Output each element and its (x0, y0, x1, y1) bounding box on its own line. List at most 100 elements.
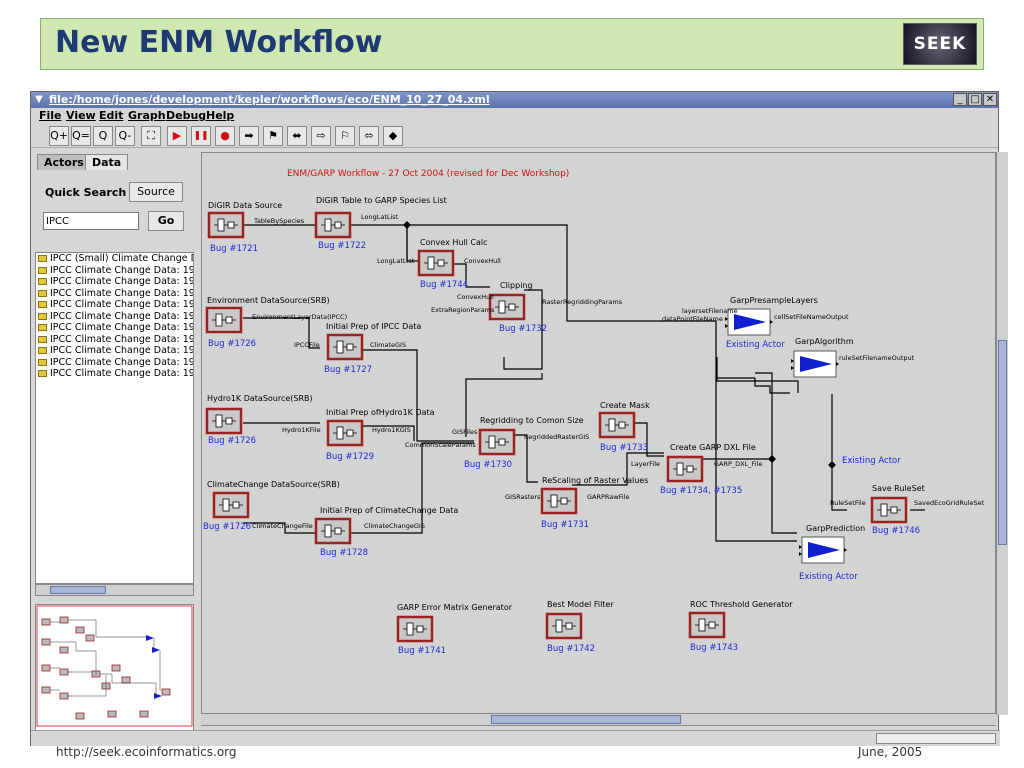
svg-text:GarpPresampleLayers: GarpPresampleLayers (730, 296, 818, 305)
actor-digir-table-to-garp[interactable]: DiGIR Table to GARP Species List Bug #17… (314, 196, 447, 251)
menu-help[interactable]: Help (206, 109, 235, 122)
list-item[interactable]: IPCC Climate Change Data: 19 (36, 334, 193, 346)
list-item[interactable]: IPCC Climate Change Data: 19 (36, 357, 193, 369)
port-label: TableBySpecies (253, 217, 305, 225)
list-item[interactable]: IPCC Climate Change Data: 19 (36, 265, 193, 277)
svg-text:Bug #1726: Bug #1726 (208, 339, 256, 349)
workflow-canvas[interactable]: ENM/GARP Workflow - 27 Oct 2004 (revised… (201, 152, 996, 726)
folder-icon (38, 301, 47, 308)
canvas-vertical-scrollbar[interactable] (996, 152, 1008, 715)
actor-garp-prediction[interactable]: GarpPrediction Existing Actor (798, 524, 865, 582)
flag-outline-icon[interactable]: ⚐ (335, 126, 355, 146)
library-panel: Actors Data Quick Search Source Go IPCC … (33, 152, 196, 746)
menu-view[interactable]: View (66, 109, 96, 122)
folder-icon (38, 278, 47, 285)
actor-garp-algorithm[interactable]: GarpAlgorithm Existing Actor (790, 337, 901, 466)
port-label: RuleSetFile (830, 499, 866, 507)
results-horizontal-scrollbar[interactable] (35, 584, 194, 596)
zoom-in-icon[interactable]: Q+ (49, 126, 69, 146)
actor-regridding[interactable]: Regridding to Comon Size Bug #1730 (464, 416, 584, 470)
menubar: File View Edit Graph Debug Help (31, 108, 998, 123)
stop-icon[interactable]: ● (215, 126, 235, 146)
workflow-overview-panel[interactable] (35, 604, 194, 732)
search-input[interactable] (43, 212, 139, 230)
menu-graph[interactable]: Graph (128, 109, 166, 122)
actor-hydro1k-datasource[interactable]: Hydro1K DataSource(SRB) Bug #1726 (205, 394, 313, 446)
source-button[interactable]: Source (129, 182, 183, 202)
port-label: ExtraRegionParams (431, 306, 495, 314)
actor-save-ruleset[interactable]: Save RuleSet Bug #1746 (870, 484, 925, 536)
svg-text:Existing Actor: Existing Actor (726, 340, 785, 350)
menu-file[interactable]: File (39, 109, 62, 122)
list-item[interactable]: IPCC Climate Change Data: 19 (36, 276, 193, 288)
menu-debug[interactable]: Debug (166, 109, 207, 122)
window-titlebar[interactable]: ▼ file:/home/jones/development/kepler/wo… (31, 92, 998, 108)
relation-node[interactable] (403, 221, 411, 229)
workflow-connections (243, 224, 925, 542)
folder-icon (38, 347, 47, 354)
actor-create-garp-dxl[interactable]: Create GARP DXL File Bug #1734, #1735 (660, 443, 756, 496)
port-label: RegriddedRasterGIS (524, 433, 589, 441)
close-icon[interactable]: ✕ (983, 93, 997, 106)
list-item[interactable]: IPCC Climate Change Data: 19 (36, 345, 193, 357)
maximize-icon[interactable]: □ (968, 93, 982, 106)
svg-text:Create Mask: Create Mask (600, 401, 650, 410)
double-arrow-icon[interactable]: ⬌ (287, 126, 307, 146)
actor-digir-data-source[interactable]: DiGIR Data Source Bug #1721 (207, 201, 282, 254)
list-item[interactable]: IPCC (Small) Climate Change Data (36, 253, 193, 265)
actor-garp-presample-layers[interactable]: GarpPresampleLayers Existing Actor (724, 296, 818, 350)
svg-text:Bug #1744: Bug #1744 (420, 280, 468, 290)
kepler-window: ▼ file:/home/jones/development/kepler/wo… (30, 91, 1008, 746)
actor-initial-prep-climatechange[interactable]: Initial Prep of ClimateChange Data Bug #… (314, 506, 458, 558)
folder-icon (38, 289, 47, 297)
zoom-out-icon[interactable]: Q- (115, 126, 135, 146)
actor-roc-threshold-generator[interactable]: ROC Threshold Generator Bug #1743 (688, 600, 793, 653)
tab-actors[interactable]: Actors (37, 154, 91, 170)
list-item[interactable]: IPCC Climate Change Data: 19 (36, 322, 193, 334)
canvas-horizontal-scrollbar[interactable] (201, 713, 996, 725)
arrow-right-icon[interactable]: ➡ (239, 126, 259, 146)
svg-text:Convex Hull Calc: Convex Hull Calc (420, 238, 488, 247)
scrollbar-thumb[interactable] (50, 586, 106, 594)
run-icon[interactable]: ▶ (167, 126, 187, 146)
relation-node[interactable] (828, 461, 836, 469)
fullscreen-icon[interactable]: ⛶ (141, 126, 161, 146)
pause-icon[interactable]: ❚❚ (191, 126, 211, 146)
actor-initial-prep-hydro1k[interactable]: Initial Prep ofHydro1K Data Bug #1729 (326, 408, 435, 462)
actor-climatechange-datasource[interactable]: ClimateChange DataSource(SRB) Bug #1726 (203, 480, 340, 532)
port-label: cellSetFileNameOutput (774, 313, 849, 321)
actor-best-model-filter[interactable]: Best Model Filter Bug #1742 (545, 600, 614, 654)
actor-clipping[interactable]: Clipping Bug #1732 (488, 281, 547, 334)
actor-environment-datasource[interactable]: Environment DataSource(SRB) Bug #1726 (205, 296, 330, 349)
arrow-outline-both-icon[interactable]: ⬄ (359, 126, 379, 146)
list-item[interactable]: IPCC Climate Change Data: 19 (36, 299, 193, 311)
actor-rescaling[interactable]: ReScaling of Raster Values Bug #1731 (540, 476, 648, 530)
zoom-reset-icon[interactable]: Q= (71, 126, 91, 146)
actor-create-mask[interactable]: Create Mask Bug #1733 (598, 401, 650, 453)
svg-text:Initial Prep of ClimateChange: Initial Prep of ClimateChange Data (320, 506, 458, 515)
arrow-outline-right-icon[interactable]: ⇨ (311, 126, 331, 146)
list-item[interactable]: IPCC Climate Change Data: 19 (36, 368, 193, 380)
svg-text:Initial Prep ofHydro1K Data: Initial Prep ofHydro1K Data (326, 408, 435, 417)
folder-icon (38, 255, 47, 262)
go-button[interactable]: Go (148, 211, 184, 231)
svg-text:Bug #1729: Bug #1729 (326, 452, 374, 462)
port-label: Hydro1KGIS (372, 426, 411, 434)
list-item[interactable]: IPCC Climate Change Data: 19 (36, 311, 193, 323)
minimize-icon[interactable]: _ (953, 93, 967, 106)
scrollbar-thumb[interactable] (491, 715, 681, 724)
search-results-list: IPCC (Small) Climate Change Data IPCC Cl… (35, 252, 194, 584)
zoom-fit-icon[interactable]: Q (93, 126, 113, 146)
list-item[interactable]: IPCC Climate Change Data: 19 (36, 288, 193, 300)
menu-edit[interactable]: Edit (99, 109, 124, 122)
window-menu-icon[interactable]: ▼ (35, 94, 43, 105)
actor-convex-hull-calc[interactable]: Convex Hull Calc Bug #1744 (417, 238, 488, 290)
diamond-icon[interactable]: ◆ (383, 126, 403, 146)
relation-node[interactable] (768, 455, 776, 463)
port-label: ClimateChangeGIS (364, 522, 425, 530)
scrollbar-thumb[interactable] (998, 340, 1007, 545)
tab-data[interactable]: Data (85, 154, 129, 170)
flag-icon[interactable]: ⚑ (263, 126, 283, 146)
actor-garp-error-matrix[interactable]: GARP Error Matrix Generator Bug #1741 (396, 603, 513, 656)
actor-initial-prep-ipcc[interactable]: Initial Prep of IPCC Data Bug #1727 (324, 322, 421, 375)
